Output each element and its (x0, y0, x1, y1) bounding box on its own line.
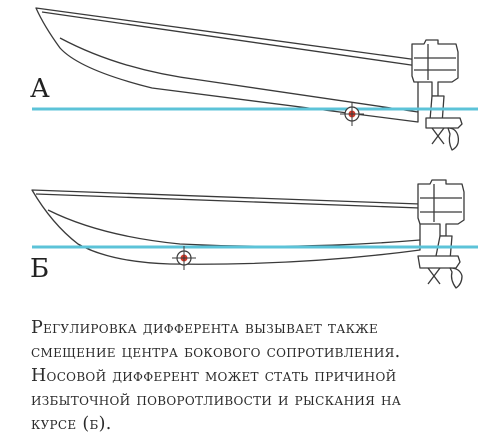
caption-line: смещение центра бокового сопротивления. (31, 342, 401, 362)
chine-line-b (47, 209, 421, 247)
chine-line-a (59, 37, 419, 113)
deck-line-b (35, 193, 421, 209)
hull-a (35, 7, 419, 123)
panel-label-b: Б (30, 254, 50, 284)
boat-a (35, 7, 463, 151)
outboard-motor-b (417, 179, 465, 289)
figure-caption: Регулировка дифферента вызывает также см… (31, 316, 493, 436)
caption-line: Регулировка дифферента вызывает также (31, 318, 379, 338)
deck-line-a (41, 11, 419, 67)
boat-b (31, 179, 465, 289)
caption-line: Носовой дифферент может стать причиной (31, 366, 397, 386)
panel-label-a: А (30, 74, 50, 104)
lateral-resistance-marker-b (172, 246, 196, 270)
lateral-resistance-marker-a (340, 102, 364, 126)
caption-line: курсе (б). (31, 414, 112, 434)
caption-line: избыточной поворотливости и рыскания на (31, 390, 402, 410)
outboard-motor-a (411, 39, 463, 151)
